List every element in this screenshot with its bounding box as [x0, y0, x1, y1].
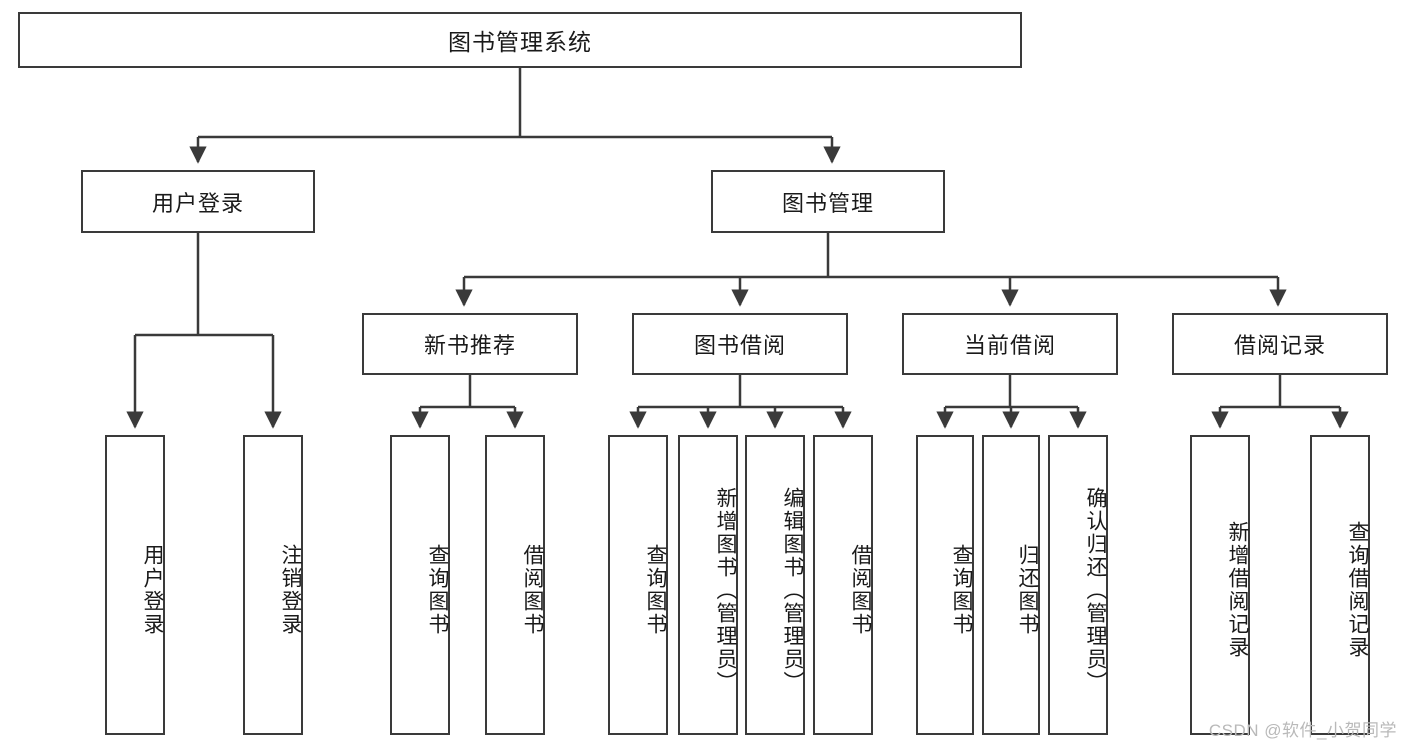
leaf-return-book[interactable]: 归还图书 — [982, 435, 1040, 735]
node-book-borrow[interactable]: 图书借阅 — [632, 313, 848, 375]
watermark: CSDN @软件_小贺同学 — [1208, 721, 1397, 740]
leaf-add-book-admin[interactable]: 新增图书（管理员） — [678, 435, 738, 735]
node-root[interactable]: 图书管理系统 — [18, 12, 1022, 68]
leaf-query-book-borrow-label: 查询图书 — [644, 544, 667, 636]
leaf-add-borrow-record[interactable]: 新增借阅记录 — [1190, 435, 1250, 735]
leaf-edit-book-admin[interactable]: 编辑图书（管理员） — [745, 435, 805, 735]
leaf-borrow-book-recommend-label: 借阅图书 — [521, 544, 544, 636]
node-borrow-record-label: 借阅记录 — [1233, 333, 1326, 358]
node-current-borrow-label: 当前借阅 — [963, 333, 1056, 358]
node-borrow-record[interactable]: 借阅记录 — [1172, 313, 1388, 375]
node-user-login[interactable]: 用户登录 — [81, 170, 315, 233]
leaf-query-book-current-label: 查询图书 — [950, 544, 973, 636]
leaf-logout-label: 注销登录 — [279, 544, 302, 636]
leaf-query-book-current[interactable]: 查询图书 — [916, 435, 974, 735]
node-book-borrow-label: 图书借阅 — [693, 333, 786, 358]
leaf-query-borrow-record-label: 查询借阅记录 — [1346, 521, 1369, 659]
node-new-book-recommend-label: 新书推荐 — [423, 333, 516, 358]
node-current-borrow[interactable]: 当前借阅 — [902, 313, 1118, 375]
leaf-query-book-recommend[interactable]: 查询图书 — [390, 435, 450, 735]
leaf-logout[interactable]: 注销登录 — [243, 435, 303, 735]
leaf-user-login-label: 用户登录 — [141, 544, 164, 636]
leaf-borrow-book[interactable]: 借阅图书 — [813, 435, 873, 735]
leaf-return-book-label: 归还图书 — [1016, 544, 1039, 636]
leaf-add-borrow-record-label: 新增借阅记录 — [1226, 521, 1249, 659]
node-book-management-label: 图书管理 — [781, 190, 874, 216]
node-book-management[interactable]: 图书管理 — [711, 170, 945, 233]
leaf-edit-book-admin-label: 编辑图书（管理员） — [781, 486, 804, 694]
leaf-add-book-admin-label: 新增图书（管理员） — [714, 486, 737, 694]
leaf-borrow-book-label: 借阅图书 — [849, 544, 872, 636]
node-new-book-recommend[interactable]: 新书推荐 — [362, 313, 578, 375]
node-root-label: 图书管理系统 — [448, 29, 592, 55]
leaf-confirm-return-admin-label: 确认归还（管理员） — [1084, 486, 1107, 694]
leaf-user-login[interactable]: 用户登录 — [105, 435, 165, 735]
leaf-query-borrow-record[interactable]: 查询借阅记录 — [1310, 435, 1370, 735]
node-user-login-label: 用户登录 — [151, 190, 244, 216]
leaf-query-book-recommend-label: 查询图书 — [426, 544, 449, 636]
leaf-borrow-book-recommend[interactable]: 借阅图书 — [485, 435, 545, 735]
leaf-query-book-borrow[interactable]: 查询图书 — [608, 435, 668, 735]
leaf-confirm-return-admin[interactable]: 确认归还（管理员） — [1048, 435, 1108, 735]
